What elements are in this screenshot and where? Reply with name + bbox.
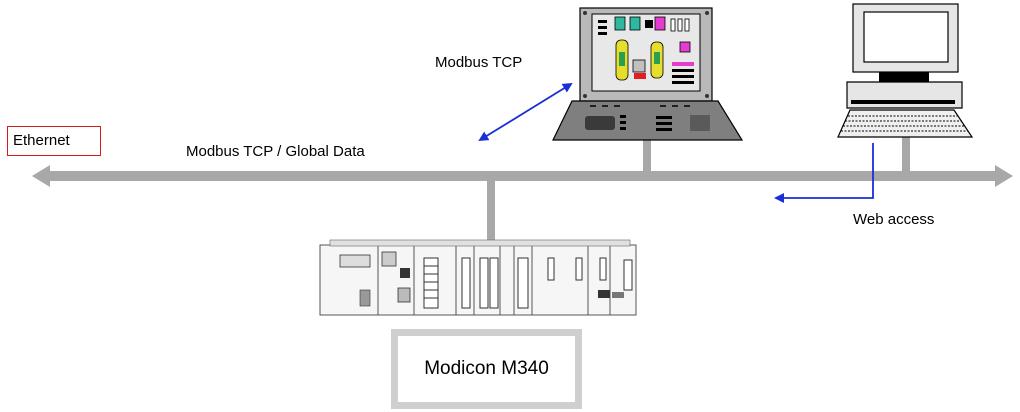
computer-terminal-icon — [837, 3, 974, 138]
ethernet-label-text: Ethernet — [13, 132, 70, 149]
ethernet-bus — [32, 165, 1013, 187]
plc-rack-icon — [319, 239, 637, 316]
modbus-tcp-label: Modbus TCP — [435, 54, 523, 71]
modbus-global-data-label: Modbus TCP / Global Data — [186, 143, 365, 160]
pc-drop-line — [902, 135, 910, 172]
ethernet-label: Ethernet — [7, 126, 101, 156]
web-access-link-arrow — [774, 143, 874, 203]
modbus-tcp-link-arrow — [478, 82, 573, 142]
plc-name-box: Modicon M340 — [391, 329, 582, 409]
hmi-drop-line — [643, 140, 651, 172]
hmi-panel-icon — [552, 7, 744, 141]
plc-name-label: Modicon M340 — [424, 358, 549, 379]
web-access-label: Web access — [853, 211, 935, 228]
plc-drop-line — [487, 181, 495, 247]
